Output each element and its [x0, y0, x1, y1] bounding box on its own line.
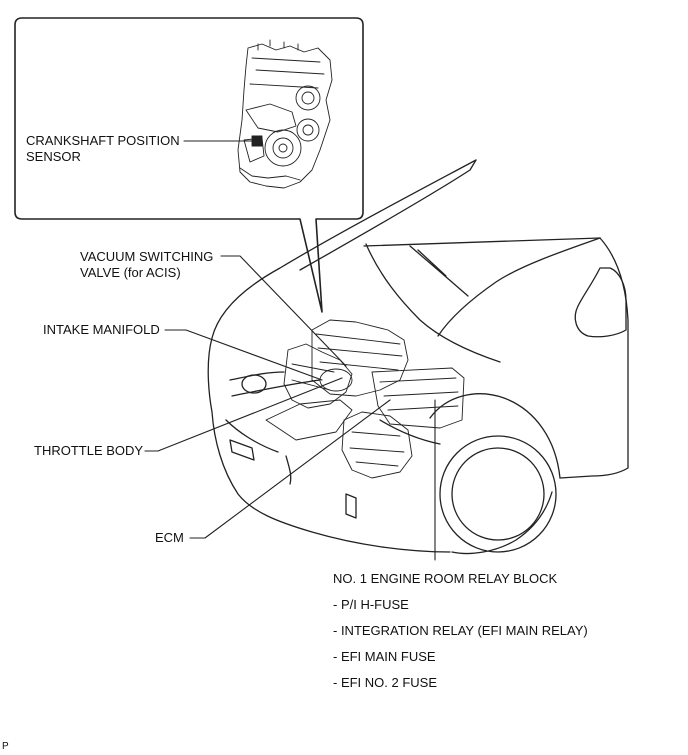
leader-lines — [144, 140, 436, 561]
vacuum-switching-valve-label: VACUUM SWITCHING VALVE (for ACIS) — [80, 249, 213, 281]
crankshaft-label-line1: CRANKSHAFT POSITION — [26, 133, 180, 148]
crankshaft-position-sensor-label: CRANKSHAFT POSITION SENSOR — [26, 133, 180, 165]
vacuum-label-line1: VACUUM SWITCHING — [80, 249, 214, 264]
relay-item-p-i-h-fuse: - P/I H-FUSE — [333, 597, 409, 612]
vacuum-label-line2: VALVE (for ACIS) — [80, 265, 181, 280]
relay-item-efi-no2-fuse: - EFI NO. 2 FUSE — [333, 675, 438, 690]
engine-bay-illustration — [265, 319, 465, 479]
leader-throttle-body — [144, 377, 343, 452]
crankshaft-label-line2: SENSOR — [26, 149, 81, 164]
throttle-body-label: THROTTLE BODY — [34, 443, 144, 458]
leader-ecm — [189, 399, 391, 539]
relay-block-list: NO. 1 ENGINE ROOM RELAY BLOCK - P/I H-FU… — [333, 566, 588, 696]
relay-item-integration-relay: - INTEGRATION RELAY (EFI MAIN RELAY) — [333, 623, 588, 638]
engine-callout-box — [14, 17, 364, 313]
leader-intake-manifold — [164, 329, 323, 381]
intake-manifold-label: INTAKE MANIFOLD — [43, 322, 160, 337]
relay-block-title: NO. 1 ENGINE ROOM RELAY BLOCK — [333, 571, 558, 586]
car-body-outline — [207, 159, 629, 555]
engine-block-illustration — [237, 39, 333, 189]
relay-item-efi-main-fuse: - EFI MAIN FUSE — [333, 649, 436, 664]
figure-mark: P — [2, 741, 9, 752]
leader-vacuum-switching-valve — [220, 255, 347, 367]
ecm-label: ECM — [155, 530, 184, 545]
